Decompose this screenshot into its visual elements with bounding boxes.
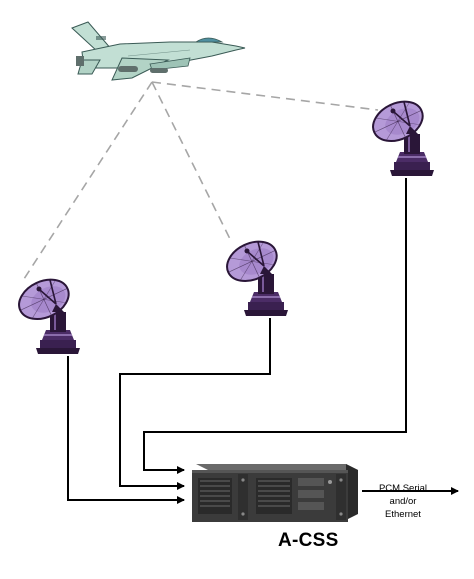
- antenna-center: [219, 233, 289, 317]
- output-line-3: Ethernet: [385, 509, 421, 520]
- link-to-antenna-left: [21, 81, 153, 283]
- output-line-2: and/or: [389, 496, 417, 507]
- output-label: PCM Serial and/or Ethernet: [366, 482, 440, 521]
- rackmount-server-icon: [192, 464, 358, 522]
- fighter-jet-icon: [71, 21, 246, 81]
- wire-left-antenna: [67, 356, 185, 504]
- wire-right-antenna: [143, 178, 407, 474]
- wire-center-antenna: [119, 318, 271, 490]
- satellite-dish-icon: [11, 271, 82, 355]
- link-to-antenna-center: [151, 81, 233, 244]
- link-to-antenna-right: [151, 81, 379, 111]
- antenna-left: [11, 271, 82, 355]
- output-line-1: PCM Serial: [378, 483, 428, 494]
- antenna-right: [365, 93, 435, 177]
- satellite-dish-icon: [365, 93, 435, 177]
- signal-wires: [67, 178, 459, 504]
- telemetry-links: [21, 81, 379, 283]
- device-name: A-CSS: [278, 530, 339, 551]
- satellite-dish-icon: [219, 233, 289, 317]
